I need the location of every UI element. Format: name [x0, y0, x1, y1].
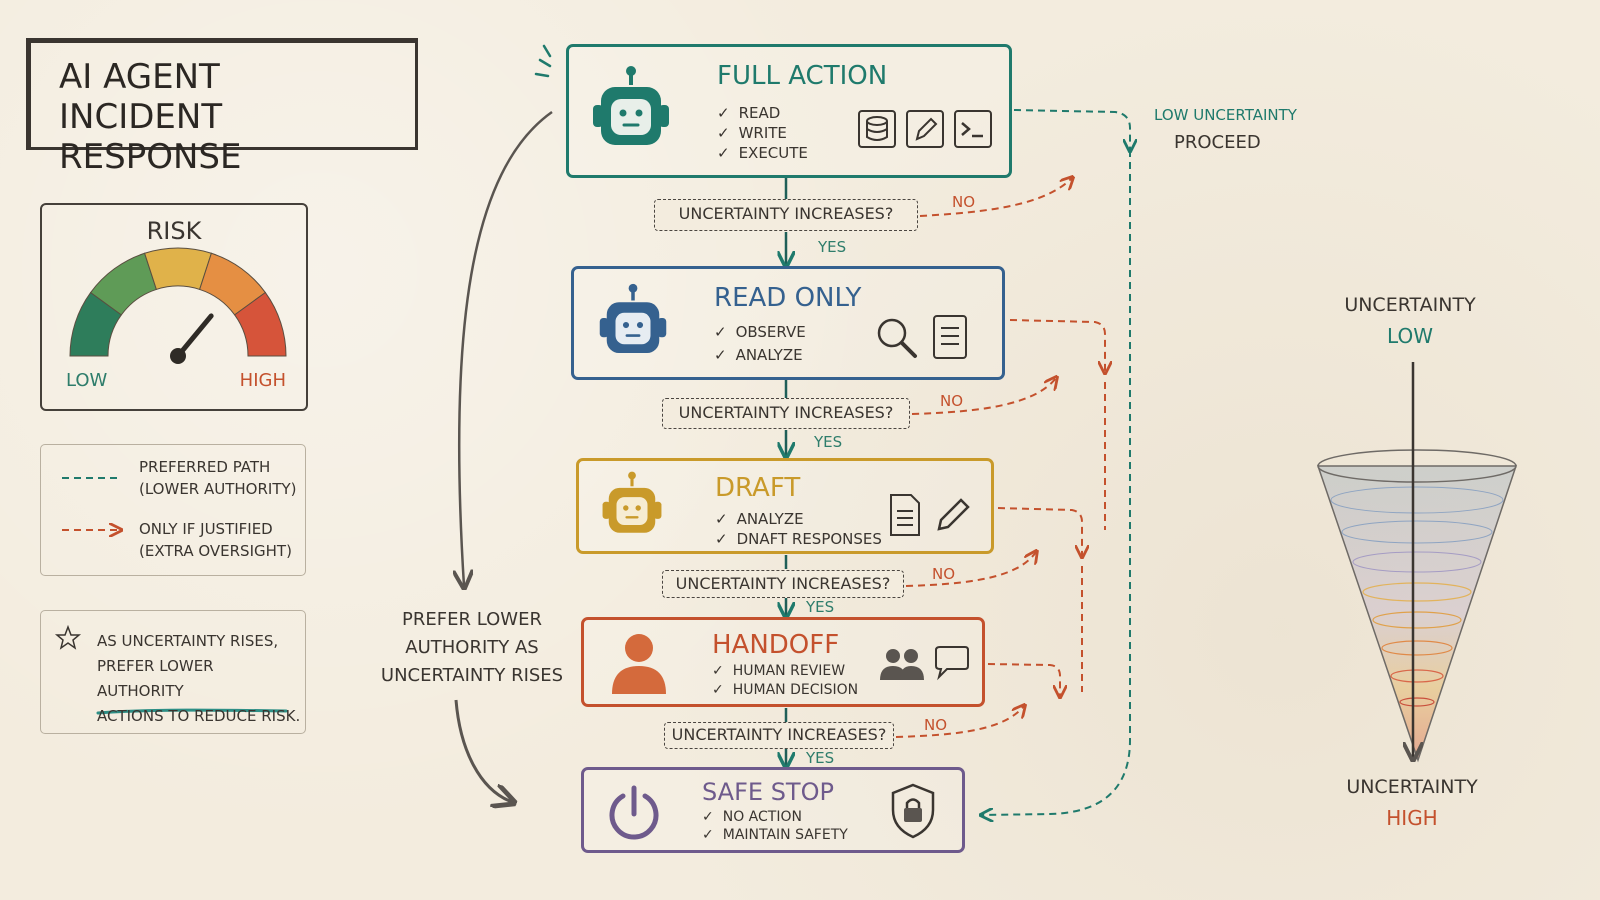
robot-icon [602, 471, 662, 533]
side-label-line2: AUTHORITY AS [405, 637, 539, 658]
title-line-1: AI AGENT [59, 57, 220, 97]
risk-title: RISK [146, 217, 202, 245]
robot-icon [599, 283, 667, 353]
note-line3: ACTIONS TO REDUCE RISK. [97, 707, 301, 725]
list-item: ANALYZE [714, 344, 806, 367]
stage-handoff: HANDOFF HUMAN REVIEW HUMAN DECISION [581, 617, 985, 707]
note-line1: AS UNCERTAINTY RISES, [97, 632, 279, 650]
decision-1-yes: YES [818, 238, 847, 256]
stage-full-action-title: FULL ACTION [717, 61, 888, 91]
list-item: WRITE [717, 123, 808, 143]
decision-3: UNCERTAINTY INCREASES? [662, 570, 904, 598]
list-item: OBSERVE [714, 321, 806, 344]
stage-read-only: READ ONLY OBSERVE ANALYZE [571, 266, 1005, 380]
pencil-icon [906, 110, 944, 148]
list-item: ANALYZE [715, 509, 882, 529]
decision-4-yes: YES [806, 749, 835, 767]
stage-full-action-list: READ WRITE EXECUTE [717, 103, 808, 163]
legend-justified: ONLY IF JUSTIFIED (EXTRA OVERSIGHT) [139, 518, 292, 562]
funnel-top-label: UNCERTAINTY [1344, 294, 1476, 316]
stage-handoff-title: HANDOFF [712, 630, 840, 660]
title-box: AI AGENT INCIDENT RESPONSE [26, 38, 418, 177]
legend-preferred-line2: (LOWER AUTHORITY) [139, 480, 297, 498]
decision-3-yes: YES [806, 598, 835, 616]
users-icon [880, 649, 924, 680]
risk-gauge-panel: RISK LOW HIGH [40, 203, 308, 411]
robot-icon [593, 66, 669, 145]
magnifier-icon [877, 318, 917, 358]
low-uncertainty-label: LOW UNCERTAINTY [1154, 106, 1297, 124]
legend-panel: PREFERRED PATH (LOWER AUTHORITY) ONLY IF… [40, 444, 306, 576]
funnel-bottom-value: HIGH [1386, 806, 1438, 830]
list-item: HUMAN DECISION [712, 681, 858, 700]
decision-1-no: NO [952, 193, 976, 211]
decision-2-yes: YES [814, 433, 843, 451]
legend-preferred: PREFERRED PATH (LOWER AUTHORITY) [139, 456, 297, 500]
stage-draft-title: DRAFT [715, 473, 801, 503]
note-line2: PREFER LOWER AUTHORITY [97, 657, 214, 700]
stage-full-action: FULL ACTION READ WRITE EXECUTE [566, 44, 1012, 178]
risk-high-label: HIGH [239, 370, 286, 391]
power-icon [609, 785, 659, 840]
decision-2: UNCERTAINTY INCREASES? [662, 398, 910, 429]
side-label-line1: PREFER LOWER [402, 609, 542, 630]
proceed-label: PROCEED [1174, 132, 1261, 153]
prefer-lower-authority-label: PREFER LOWER AUTHORITY AS UNCERTAINTY RI… [372, 606, 572, 690]
shield-lock-icon [891, 783, 935, 839]
stage-draft-list: ANALYZE DNAFT RESPONSES [715, 509, 882, 549]
title-line-2: INCIDENT RESPONSE [59, 97, 242, 177]
stage-safe-stop-title: SAFE STOP [702, 778, 834, 806]
stage-read-only-list: OBSERVE ANALYZE [714, 321, 806, 367]
legend-justified-line1: ONLY IF JUSTIFIED [139, 520, 273, 538]
decision-4-no: NO [924, 716, 948, 734]
list-item: DNAFT RESPONSES [715, 529, 882, 549]
decision-4: UNCERTAINTY INCREASES? [664, 722, 894, 749]
decision-2-no: NO [940, 392, 964, 410]
note-panel: AS UNCERTAINTY RISES, PREFER LOWER AUTHO… [40, 610, 306, 734]
decision-3-no: NO [932, 565, 956, 583]
funnel-top-value: LOW [1387, 324, 1433, 348]
chat-icon [935, 646, 969, 681]
list-item: READ [717, 103, 808, 123]
list-item: MAINTAIN SAFETY [702, 826, 848, 844]
note-text: AS UNCERTAINTY RISES, PREFER LOWER AUTHO… [97, 629, 305, 729]
person-icon [612, 634, 666, 694]
stage-draft: DRAFT ANALYZE DNAFT RESPONSES [576, 458, 994, 554]
terminal-icon [954, 110, 992, 148]
stage-read-only-title: READ ONLY [714, 283, 862, 313]
side-label-line3: UNCERTAINTY RISES [380, 665, 564, 686]
document-icon [890, 494, 920, 536]
list-item: HUMAN REVIEW [712, 662, 858, 681]
pencil-icon [937, 498, 970, 531]
funnel-bottom-label: UNCERTAINTY [1346, 776, 1478, 798]
decision-1: UNCERTAINTY INCREASES? [654, 199, 918, 231]
document-icon [933, 315, 967, 359]
legend-preferred-line1: PREFERRED PATH [139, 458, 271, 476]
stage-handoff-list: HUMAN REVIEW HUMAN DECISION [712, 662, 858, 700]
stage-safe-stop-list: NO ACTION MAINTAIN SAFETY [702, 808, 848, 844]
stage-safe-stop: SAFE STOP NO ACTION MAINTAIN SAFETY [581, 767, 965, 853]
database-icon [858, 110, 896, 148]
list-item: EXECUTE [717, 143, 808, 163]
list-item: NO ACTION [702, 808, 848, 826]
legend-justified-line2: (EXTRA OVERSIGHT) [139, 542, 292, 560]
risk-low-label: LOW [66, 370, 108, 391]
